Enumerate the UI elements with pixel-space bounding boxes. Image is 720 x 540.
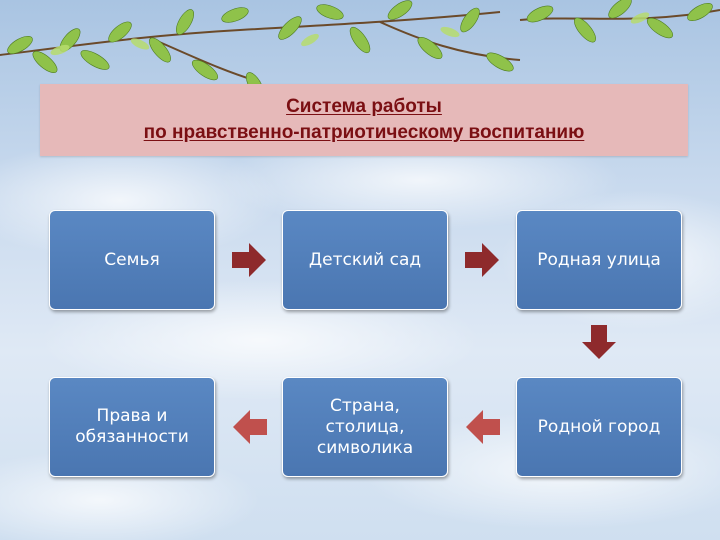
- node-home-street: Родная улица: [516, 210, 682, 310]
- title-line-2: по нравственно-патриотическому воспитани…: [143, 122, 585, 143]
- node-rights: Права и обязанности: [49, 377, 215, 477]
- node-country: Страна, столица, символика: [282, 377, 448, 477]
- node-kindergarten: Детский сад: [282, 210, 448, 310]
- arrow-right-icon: [465, 243, 499, 277]
- node-family: Семья: [49, 210, 215, 310]
- tree-branches-decoration: [0, 0, 720, 98]
- arrow-down-icon: [582, 325, 616, 359]
- title-line-1: Система работы: [286, 96, 442, 117]
- title-banner: Система работы по нравственно-патриотиче…: [40, 84, 688, 156]
- arrow-right-icon: [232, 243, 266, 277]
- node-home-city: Родной город: [516, 377, 682, 477]
- arrow-left-icon: [466, 410, 500, 444]
- arrow-left-icon: [233, 410, 267, 444]
